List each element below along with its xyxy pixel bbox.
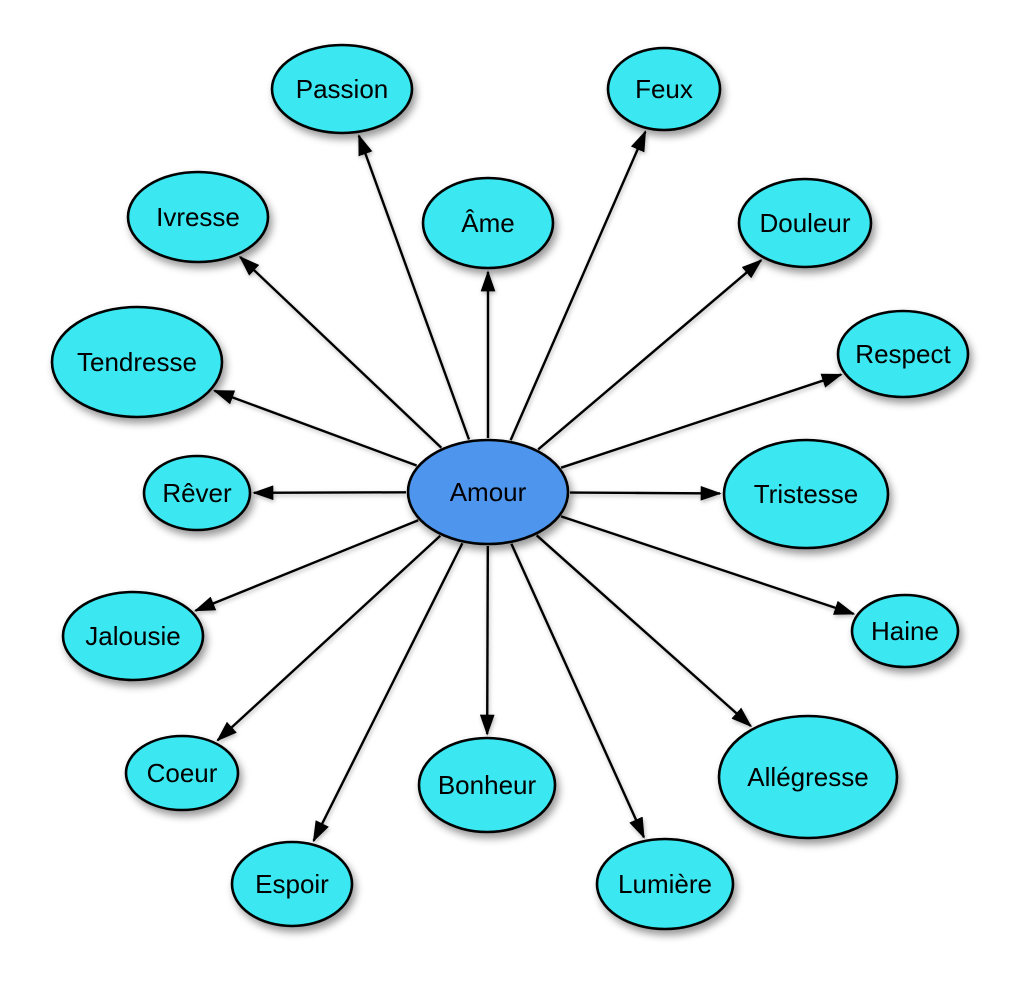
node-ellipse-lumiere[interactable]: [595, 837, 735, 931]
edge-amour-feux: [509, 130, 647, 441]
node-label-ivresse: Ivresse: [156, 202, 240, 232]
node-allegresse[interactable]: Allégresse: [717, 714, 899, 840]
edge-amour-bonheur: [479, 545, 495, 736]
edges-layer: [193, 130, 856, 843]
node-label-feux: Feux: [635, 74, 693, 104]
node-feux[interactable]: Feux: [606, 46, 722, 132]
node-ellipse-allegresse[interactable]: [717, 714, 899, 840]
node-jalousie[interactable]: Jalousie: [61, 590, 205, 682]
node-label-espoir: Espoir: [255, 869, 329, 899]
node-label-amour: Amour: [450, 477, 527, 507]
edge-amour-tendresse: [212, 389, 418, 467]
edge-amour-tristesse: [569, 485, 722, 501]
node-lumiere[interactable]: Lumière: [595, 837, 735, 931]
node-label-allegresse: Allégresse: [747, 762, 868, 792]
node-rever[interactable]: Rêver: [142, 454, 252, 532]
node-ellipse-douleur[interactable]: [737, 177, 873, 269]
edge-amour-passion: [357, 134, 471, 440]
node-ame[interactable]: Âme: [421, 176, 555, 270]
node-ellipse-bonheur[interactable]: [417, 736, 557, 834]
node-label-lumiere: Lumière: [618, 869, 712, 899]
node-ellipse-tendresse[interactable]: [50, 305, 224, 419]
edge-amour-jalousie: [193, 519, 419, 612]
node-ellipse-ivresse[interactable]: [126, 170, 270, 264]
node-bonheur[interactable]: Bonheur: [417, 736, 557, 834]
node-label-tristesse: Tristesse: [754, 479, 859, 509]
node-haine[interactable]: Haine: [850, 593, 960, 669]
edge-amour-respect: [560, 373, 843, 469]
node-ellipse-ame[interactable]: [421, 176, 555, 270]
edge-amour-ivresse: [238, 255, 443, 449]
center-node-amour[interactable]: Amour: [406, 438, 570, 546]
node-ellipse-tristesse[interactable]: [722, 438, 890, 550]
node-label-tendresse: Tendresse: [77, 347, 197, 377]
node-ellipse-jalousie[interactable]: [61, 590, 205, 682]
edge-amour-rever: [252, 485, 407, 501]
node-ellipse-passion[interactable]: [270, 43, 414, 135]
node-label-respect: Respect: [855, 339, 951, 369]
edge-amour-espoir: [312, 542, 464, 843]
node-passion[interactable]: Passion: [270, 43, 414, 135]
node-label-ame: Âme: [461, 208, 514, 238]
node-ellipse-amour[interactable]: [406, 438, 570, 546]
node-ivresse[interactable]: Ivresse: [126, 170, 270, 264]
node-douleur[interactable]: Douleur: [737, 177, 873, 269]
node-label-rever: Rêver: [162, 478, 232, 508]
node-respect[interactable]: Respect: [836, 309, 970, 399]
edge-amour-haine: [560, 515, 856, 616]
node-label-coeur: Coeur: [147, 758, 218, 788]
edge-amour-douleur: [537, 259, 763, 451]
node-tristesse[interactable]: Tristesse: [722, 438, 890, 550]
node-ellipse-respect[interactable]: [836, 309, 970, 399]
node-tendresse[interactable]: Tendresse: [50, 305, 224, 419]
node-ellipse-haine[interactable]: [850, 593, 960, 669]
node-espoir[interactable]: Espoir: [230, 840, 354, 928]
edge-amour-lumiere: [510, 543, 645, 839]
node-label-haine: Haine: [871, 616, 939, 646]
edge-amour-allegresse: [535, 534, 752, 728]
node-coeur[interactable]: Coeur: [124, 734, 240, 812]
node-ellipse-feux[interactable]: [606, 46, 722, 132]
node-label-douleur: Douleur: [759, 208, 850, 238]
node-ellipse-rever[interactable]: [142, 454, 252, 532]
node-ellipse-espoir[interactable]: [230, 840, 354, 928]
node-label-jalousie: Jalousie: [85, 621, 180, 651]
node-label-passion: Passion: [296, 74, 389, 104]
node-label-bonheur: Bonheur: [438, 770, 537, 800]
node-ellipse-coeur[interactable]: [124, 734, 240, 812]
edge-amour-coeur: [216, 534, 442, 742]
